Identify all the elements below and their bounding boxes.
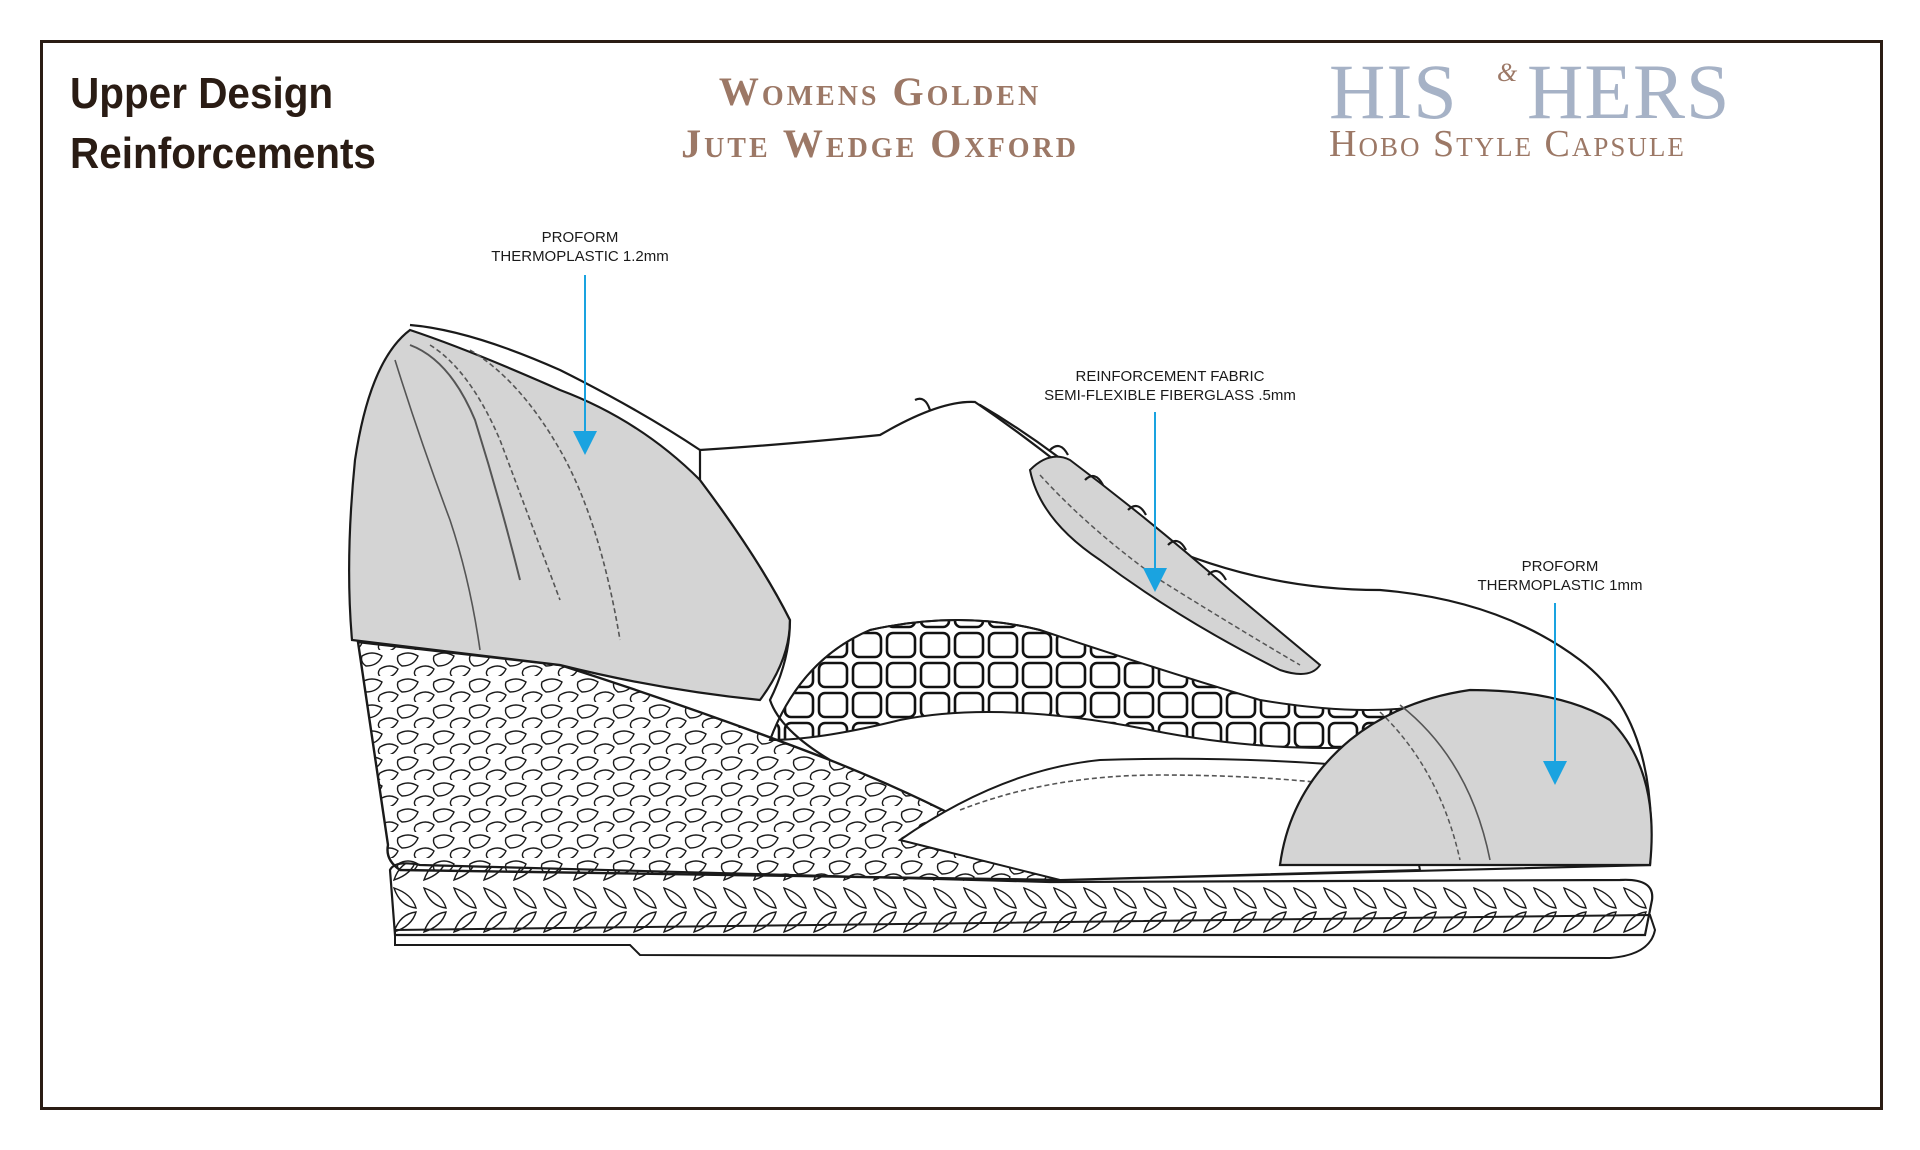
brand-hers: HERS [1527,48,1731,135]
product-title-line1: Womens Golden [718,69,1042,114]
callout-heel-label: PROFORM THERMOPLASTIC 1.2mm [480,228,680,266]
brand-logo: HIS & HERS Hobo Style Capsule [1325,48,1865,166]
brand-his: HIS [1329,48,1458,135]
laces [914,397,1227,581]
page-title-line1: Upper Design [70,69,334,118]
callout-toe-line1: PROFORM [1521,558,1599,575]
page-title-line2: Reinforcements [70,129,376,178]
callout-vamp-label: REINFORCEMENT FABRIC SEMI-FLEXIBLE FIBER… [1020,367,1320,405]
callout-vamp-line2: SEMI-FLEXIBLE FIBERGLASS .5mm [1044,387,1296,404]
heel-counter [348,328,792,702]
callout-toe-line2: THERMOPLASTIC 1mm [1477,577,1643,594]
product-title: Womens Golden Jute Wedge Oxford [580,66,1180,170]
toe-cap-reinforcement [1278,688,1653,867]
product-title-line2: Jute Wedge Oxford [681,121,1079,166]
callout-heel-line2: THERMOPLASTIC 1.2mm [491,248,669,265]
callout-toe-label: PROFORM THERMOPLASTIC 1mm [1450,557,1670,595]
callout-heel-line1: PROFORM [541,229,619,246]
page-title: Upper Design Reinforcements [70,64,376,184]
callout-vamp-line1: REINFORCEMENT FABRIC [1075,368,1265,385]
brand-ampersand: & [1497,58,1518,87]
brand-tagline: Hobo Style Capsule [1329,123,1686,165]
diagram-frame [40,40,1883,1110]
eyestay-reinforcement [1028,455,1322,675]
